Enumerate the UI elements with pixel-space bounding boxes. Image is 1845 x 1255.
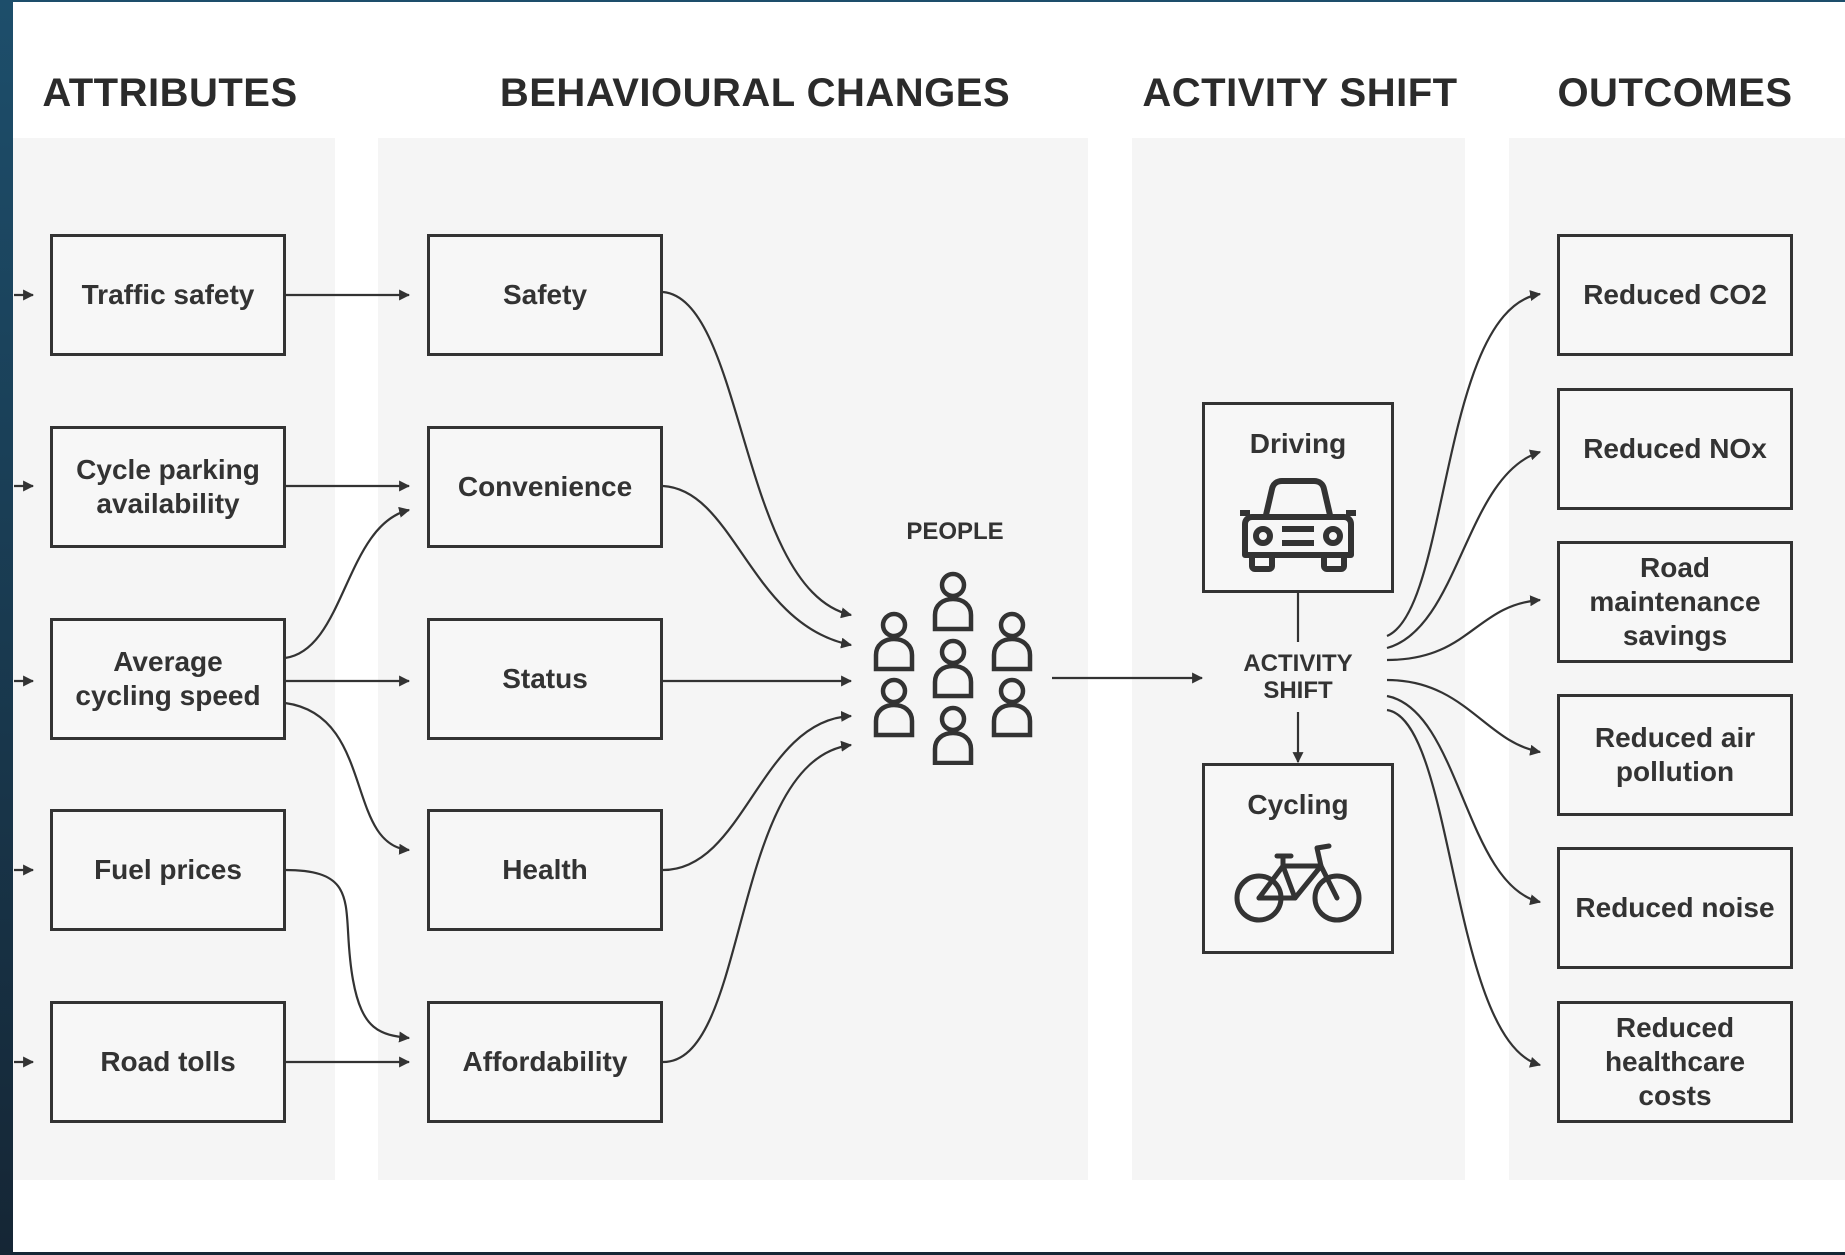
arrow-affordability-to-people — [662, 740, 853, 1064]
behaviour-safety: Safety — [427, 234, 663, 356]
activity-driving-box: Driving — [1202, 402, 1394, 593]
person-icon — [873, 611, 915, 672]
attribute-traffic-safety: Traffic safety — [50, 234, 286, 356]
people-label: PEOPLE — [906, 518, 1004, 545]
activity-cycling-box: Cycling — [1202, 763, 1394, 954]
arrow-shift-to-road-maintenance — [1386, 595, 1542, 662]
attribute-cycle-parking-availability: Cycle parking availability — [50, 426, 286, 548]
arrow-convenience-to-people — [662, 484, 853, 649]
arrow-safety-to-people — [662, 290, 853, 619]
attribute-road-tolls: Road tolls — [50, 1001, 286, 1123]
arrow-cycling-speed-to-health — [284, 701, 411, 855]
person-icon — [932, 638, 974, 699]
driving-label: Driving — [1249, 428, 1347, 459]
column-title-attributes: ATTRIBUTES — [42, 71, 298, 115]
behaviour-affordability: Affordability — [427, 1001, 663, 1123]
bicycle-icon — [1234, 843, 1362, 923]
arrow-fuel-prices-to-affordability — [284, 868, 411, 1043]
arrow-shift-to-reduced-co2 — [1386, 290, 1542, 638]
outcome-reduced-noise: Reduced noise — [1557, 847, 1793, 969]
behaviour-convenience: Convenience — [427, 426, 663, 548]
outcome-reduced-co2: Reduced CO2 — [1557, 234, 1793, 356]
arrow-health-to-people — [662, 710, 853, 872]
person-icon — [991, 677, 1033, 738]
arrow-shift-to-noise — [1386, 694, 1542, 906]
outcome-reduced-nox: Reduced NOx — [1557, 388, 1793, 510]
cycling-label: Cycling — [1247, 789, 1349, 820]
person-icon — [873, 677, 915, 738]
arrow-shift-to-air-pollution — [1386, 678, 1542, 756]
column-title-activity-shift: ACTIVITY SHIFT — [1142, 71, 1458, 115]
column-title-outcomes: OUTCOMES — [1557, 71, 1793, 115]
behaviour-status: Status — [427, 618, 663, 740]
outcome-road-maintenance-savings: Road maintenance savings — [1557, 541, 1793, 663]
outcome-reduced-air-pollution: Reduced air pollution — [1557, 694, 1793, 816]
outcome-reduced-healthcare-costs: Reduced healthcare costs — [1557, 1001, 1793, 1123]
arrow-cycling-speed-to-convenience — [284, 506, 411, 660]
car-icon — [1240, 478, 1356, 572]
person-icon — [991, 611, 1033, 672]
arrow-shift-to-reduced-nox — [1386, 449, 1542, 650]
behaviour-health: Health — [427, 809, 663, 931]
people-group-icon — [873, 571, 1033, 765]
attribute-average-cycling-speed: Average cycling speed — [50, 618, 286, 740]
activity-shift-label: ACTIVITY SHIFT — [1243, 650, 1353, 704]
person-icon — [932, 705, 974, 765]
person-icon — [932, 571, 974, 632]
column-title-behavioural-changes: BEHAVIOURAL CHANGES — [499, 71, 1011, 115]
arrow-shift-to-healthcare — [1386, 708, 1542, 1068]
attribute-fuel-prices: Fuel prices — [50, 809, 286, 931]
